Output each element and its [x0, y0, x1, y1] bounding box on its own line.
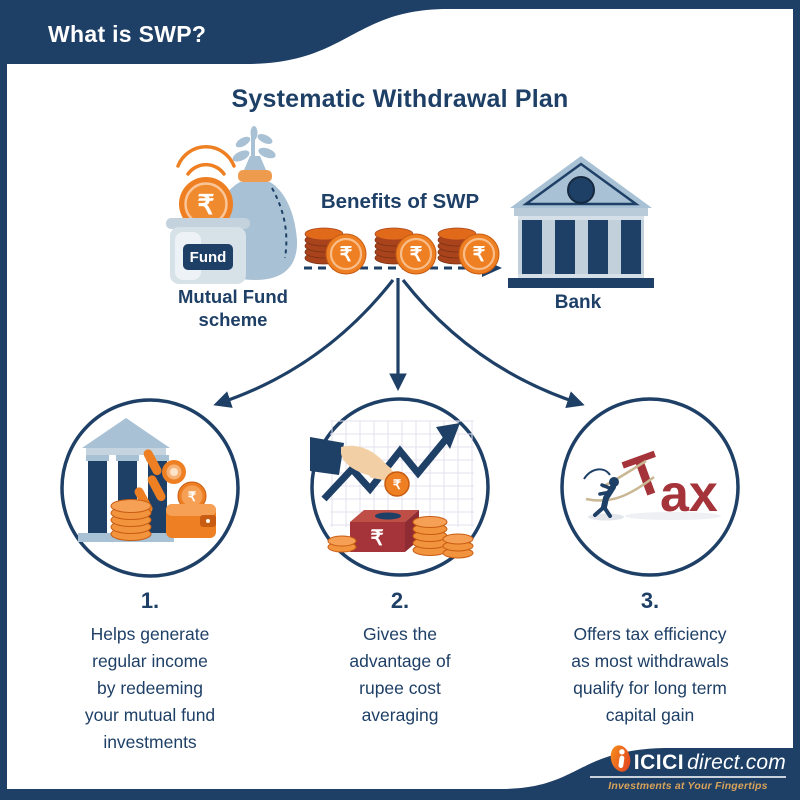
- rope-lower: [585, 476, 655, 502]
- benefit-2-text: Gives the advantage of rupee cost averag…: [349, 624, 451, 725]
- coin-stack-icon-3: ₹: [437, 227, 500, 275]
- icici-i-icon: [610, 745, 631, 772]
- hand-with-coin-icon: ₹: [310, 437, 410, 497]
- coin-stack-icon-2: ₹: [374, 227, 437, 275]
- benefit-1-text: Helps generate regular income by redeemi…: [84, 624, 216, 752]
- footer-band: [0, 748, 800, 800]
- logo-divider: [590, 776, 786, 778]
- benefit-2: 2. Gives the advantage of rupee cost ave…: [275, 588, 525, 729]
- right-border: [793, 0, 800, 800]
- brand-suffix: direct.com: [687, 751, 786, 774]
- benefit-1: 1. Helps generate regular income by rede…: [25, 588, 275, 756]
- donation-box-icon: ₹: [350, 510, 419, 552]
- coin-flow-icon: ₹ ₹ ₹: [304, 227, 502, 277]
- mutual-fund-scheme-label: Mutual Fund scheme: [178, 286, 288, 330]
- coin-piles-icon: [327, 516, 474, 559]
- header-banner: [0, 0, 800, 64]
- bank-withdrawal-icon: ₹: [60, 398, 240, 578]
- fund-jar-label: Fund: [190, 249, 227, 266]
- main-title: Systematic Withdrawal Plan: [231, 85, 569, 113]
- arrow-right-icon: [401, 279, 585, 409]
- arrow-left-icon: [213, 279, 395, 408]
- left-border: [0, 0, 7, 800]
- svg-text:₹: ₹: [473, 244, 486, 266]
- wallet-icon: ₹: [166, 481, 216, 538]
- svg-text:₹: ₹: [370, 527, 383, 550]
- svg-text:₹: ₹: [410, 244, 423, 266]
- branch-arrows: [213, 278, 585, 409]
- coin-stack-icon-1: ₹: [304, 227, 367, 275]
- page-title: What is SWP?: [48, 21, 207, 47]
- svg-text:₹: ₹: [188, 489, 197, 504]
- bank-icon: [508, 156, 654, 288]
- pulling-figure-icon: [593, 477, 619, 518]
- brand-name: ICICI: [633, 751, 685, 774]
- mutual-fund-icon: ₹ Fund: [166, 126, 298, 284]
- benefit-1-number: 1.: [140, 588, 160, 613]
- brand-logo: ICICI direct.com Investments at Your Fin…: [590, 744, 786, 792]
- fund-jar-icon: Fund: [166, 218, 250, 284]
- benefit-2-number: 2.: [390, 588, 410, 613]
- benefit-3: 3. Offers tax efficiency as most withdra…: [525, 588, 775, 729]
- rupee-cost-averaging-icon: ₹ ₹: [310, 397, 490, 577]
- svg-text:₹: ₹: [197, 190, 214, 220]
- bank-label: Bank: [554, 292, 602, 313]
- tax-letters-ax: ax: [660, 465, 718, 523]
- brand-tagline: Investments at Your Fingertips: [608, 780, 768, 792]
- tax-pull-icon: T ax: [560, 397, 740, 577]
- benefit-3-number: 3.: [640, 588, 660, 613]
- rope-end: [583, 468, 611, 480]
- benefits-label: Benefits of SWP: [320, 190, 480, 213]
- benefit-3-text: Offers tax efficiency as most withdrawal…: [571, 624, 729, 725]
- rupee-coin-icon: ₹: [176, 145, 236, 231]
- growth-arrow-head: [436, 423, 460, 449]
- svg-text:₹: ₹: [340, 244, 353, 266]
- svg-text:₹: ₹: [393, 477, 402, 492]
